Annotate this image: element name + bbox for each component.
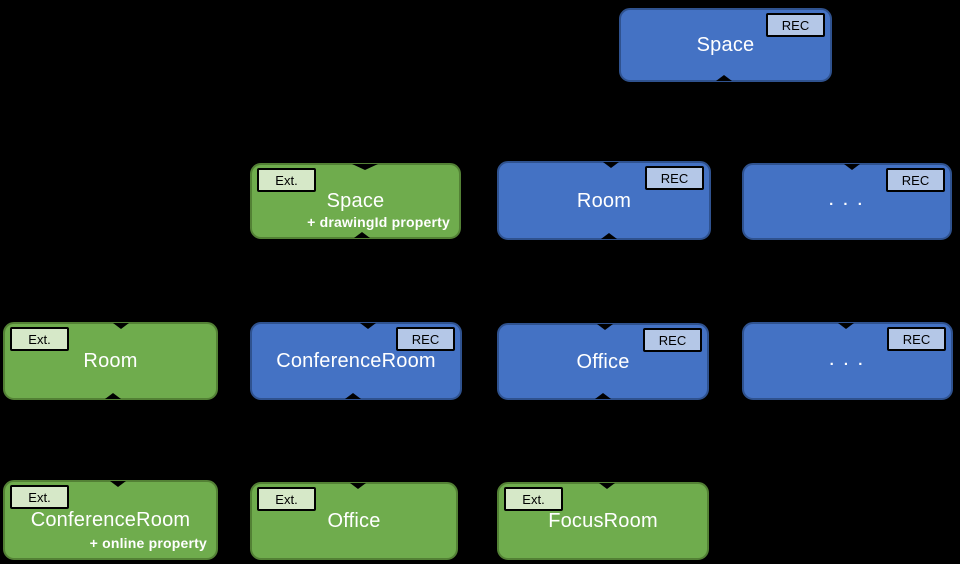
ext-badge: Ext. [504,487,563,511]
node-label: Space [326,190,385,212]
connector-notch [110,481,126,487]
node-label: FocusRoom [548,510,658,532]
connector-notch [113,323,129,329]
ext-badge: Ext. [257,487,316,511]
node-room-ext: Ext. Room [3,322,218,400]
connector-notch [601,233,617,239]
node-label: Room [576,189,632,212]
node-sublabel: + online property [89,535,207,551]
rec-badge: REC [887,327,946,351]
node-room-rec: REC Room [497,161,711,240]
node-focusroom-ext: Ext. FocusRoom [497,482,709,560]
node-office-ext: Ext. Office [250,482,458,560]
ext-badge: Ext. [257,168,316,192]
node-sublabel: + drawingId property [307,214,450,230]
node-office-rec: REC Office [497,323,709,400]
connector-notch [603,162,619,168]
connector-notch [354,232,370,238]
connector-notch [352,164,378,170]
connector-notch [844,164,860,170]
rec-badge: REC [396,327,455,351]
node-ellipsis-rec-1: REC . . . [742,163,952,240]
rec-badge: REC [645,166,704,190]
connector-notch [597,324,613,330]
connector-notch [350,483,366,489]
rec-badge: REC [766,13,825,37]
connector-notch [345,393,361,399]
node-conferenceroom-ext: Ext. ConferenceRoom + online property [3,480,218,560]
node-space-rec: REC Space [619,8,832,82]
node-label: Office [327,510,381,532]
node-label: . . . [829,192,865,210]
node-label: . . . [829,351,866,369]
node-label: Space [696,34,755,56]
node-space-ext: Ext. Space + drawingId property [250,163,461,239]
ext-badge: Ext. [10,485,69,509]
rec-badge: REC [886,168,945,192]
node-ellipsis-rec-2: REC . . . [742,322,953,400]
connector-notch [105,393,121,399]
connector-notch [599,483,615,489]
rec-badge: REC [643,328,702,352]
node-conferenceroom-rec: REC ConferenceRoom [250,322,462,400]
node-label: Room [83,350,138,372]
node-label: ConferenceRoom [30,509,191,531]
node-label: Office [576,350,630,373]
connector-notch [595,393,611,399]
connector-notch [838,323,854,329]
connector-notch [360,323,376,329]
connector-notch [716,75,732,81]
ext-badge: Ext. [10,327,69,351]
node-label: ConferenceRoom [276,350,436,372]
